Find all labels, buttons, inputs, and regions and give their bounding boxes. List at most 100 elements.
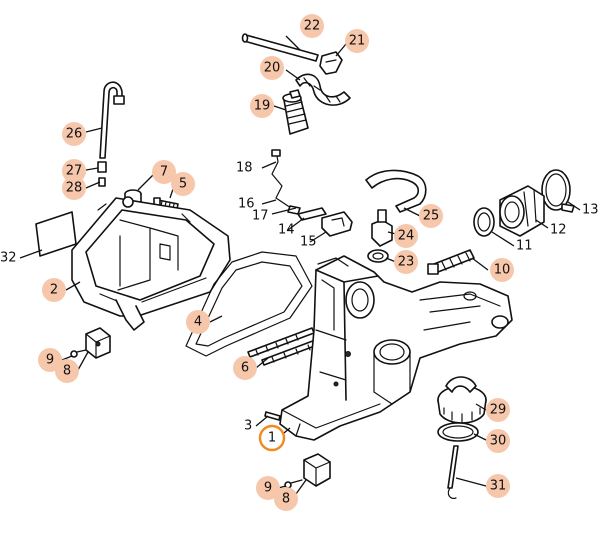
callout-30[interactable]: 30 [486,429,510,453]
part-30-o-ring[interactable] [437,422,479,442]
part-8-damper-upper[interactable] [85,327,111,359]
callout-6[interactable]: 6 [233,356,257,380]
part-11-ring[interactable] [473,207,495,237]
callout-7[interactable]: 7 [152,160,176,184]
part-29-oil-cap[interactable] [437,376,487,424]
part-27-fitting[interactable] [97,161,107,173]
callout-1[interactable]: 1 [258,424,286,452]
svg-text:11: 11 [516,239,533,254]
svg-text:2: 2 [50,283,58,298]
svg-text:7: 7 [160,165,168,180]
callout-25[interactable]: 25 [419,204,443,228]
part-12-intake-boot[interactable] [499,185,545,237]
part-2-tank-housing[interactable] [71,196,231,331]
part-31-strainer[interactable] [447,445,459,499]
callout-17[interactable]: 17 [252,209,269,224]
part-13-hose-clamp[interactable] [541,169,575,213]
callout-4[interactable]: 4 [186,310,210,334]
svg-text:5: 5 [179,177,187,192]
part-26-hook-tube[interactable] [99,81,125,159]
callout-22[interactable]: 22 [300,14,324,38]
part-23-seal[interactable] [367,249,389,263]
leader-lines [19,35,581,495]
part-1-crankcase[interactable] [279,255,513,441]
part-24-fitting[interactable] [371,209,393,247]
callout-28[interactable]: 28 [62,176,86,200]
part-21-elbow-connector[interactable] [319,51,343,75]
svg-text:21: 21 [349,34,366,49]
callout-18[interactable]: 18 [236,161,253,176]
svg-text:16: 16 [238,197,255,212]
part-20-hose[interactable] [295,73,351,106]
callout-8-lower[interactable]: 8 [274,487,298,511]
svg-text:6: 6 [241,361,249,376]
svg-text:19: 19 [254,99,271,114]
part-8-damper-lower[interactable] [303,453,331,487]
svg-text:18: 18 [236,161,253,176]
callout-19[interactable]: 19 [250,94,274,118]
svg-text:23: 23 [398,255,415,270]
callout-31[interactable]: 31 [486,474,510,498]
callout-21[interactable]: 21 [345,29,369,53]
svg-text:13: 13 [582,203,599,218]
callout-24[interactable]: 24 [394,224,418,248]
callout-8-upper[interactable]: 8 [55,359,79,383]
svg-text:26: 26 [66,127,83,142]
part-19-filter[interactable] [282,89,309,135]
svg-text:1: 1 [268,431,276,446]
part-6-threaded-rods[interactable] [247,327,329,366]
svg-text:4: 4 [194,315,202,330]
svg-text:31: 31 [490,479,507,494]
part-9-screw-upper[interactable] [70,349,87,358]
part-14-contact[interactable] [297,207,327,221]
svg-text:9: 9 [46,353,54,368]
callout-12[interactable]: 12 [550,223,567,238]
svg-text:30: 30 [490,434,507,449]
part-3-pin[interactable] [264,411,281,421]
part-15-switch[interactable] [321,211,353,237]
part-4-gasket[interactable] [185,251,313,357]
svg-text:9: 9 [264,481,272,496]
svg-text:22: 22 [304,19,321,34]
part-22-tube[interactable] [241,33,319,62]
svg-text:15: 15 [300,235,317,250]
callout-32[interactable]: 32 [0,251,17,266]
svg-text:24: 24 [398,229,415,244]
callout-14[interactable]: 14 [278,223,295,238]
part-10-spring[interactable] [427,249,475,275]
callout-3[interactable]: 3 [244,419,252,434]
svg-text:14: 14 [278,223,295,238]
callout-16[interactable]: 16 [238,197,255,212]
svg-text:8: 8 [63,364,71,379]
callout-15[interactable]: 15 [300,235,317,250]
callout-2[interactable]: 2 [42,278,66,302]
svg-text:8: 8 [282,492,290,507]
part-25-fuel-line[interactable] [365,169,427,213]
svg-text:17: 17 [252,209,269,224]
part-16-wire-bracket[interactable] [271,149,301,215]
callout-29[interactable]: 29 [486,398,510,422]
svg-text:25: 25 [423,209,440,224]
callout-20[interactable]: 20 [260,56,284,80]
part-32-gasket-plate[interactable] [35,211,77,257]
svg-text:29: 29 [490,403,507,418]
callout-26[interactable]: 26 [62,122,86,146]
callout-11[interactable]: 11 [516,239,533,254]
callout-9-lower[interactable]: 9 [256,476,280,500]
svg-text:3: 3 [244,419,252,434]
svg-text:27: 27 [66,164,83,179]
callout-9-upper[interactable]: 9 [38,348,62,372]
svg-text:10: 10 [494,263,511,278]
svg-text:20: 20 [264,61,281,76]
callout-27[interactable]: 27 [62,159,86,183]
callout-23[interactable]: 23 [394,250,418,274]
part-9-screw-lower[interactable] [284,479,303,489]
callout-5[interactable]: 5 [171,172,195,196]
callout-10[interactable]: 10 [490,258,514,282]
callout-13[interactable]: 13 [582,203,599,218]
svg-text:32: 32 [0,251,17,266]
svg-text:12: 12 [550,223,567,238]
svg-text:28: 28 [66,181,83,196]
